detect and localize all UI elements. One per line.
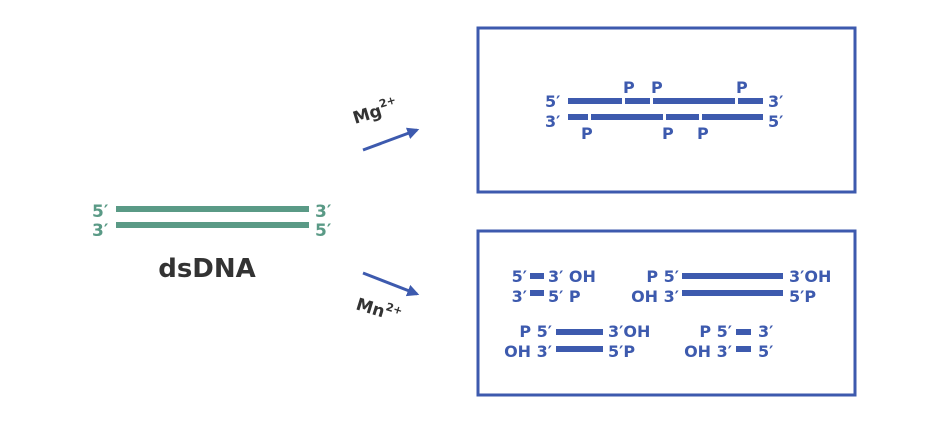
mg-arrow-icon bbox=[362, 127, 420, 152]
mn-f2-bottom-right: 5′P bbox=[789, 287, 816, 306]
mg-top-segment-3 bbox=[653, 98, 735, 104]
mn-fragment-3: P 5′ OH 3′ 3′OH 5′P bbox=[504, 322, 650, 361]
mn-fragment-4: P 5′ OH 3′ 3′ 5′ bbox=[684, 322, 773, 361]
mg-top-segment-1 bbox=[568, 98, 622, 104]
mn-product-box: 5′ 3′ 3′ OH 5′ P P 5′ OH 3′ 3′OH 5′P P 5… bbox=[476, 229, 857, 397]
mg-phosphate-bottom-3: P bbox=[697, 124, 709, 143]
mn-ion-label: Mn2+ bbox=[354, 292, 405, 327]
mg-bottom-segment-2 bbox=[591, 114, 663, 120]
mg-arrow-group: Mg2+ bbox=[350, 93, 420, 152]
dsdna-top-right-label: 3′ bbox=[315, 202, 332, 222]
mn-f1-bottom-strand bbox=[530, 290, 544, 296]
mn-f4-top-strand bbox=[736, 329, 751, 335]
mg-top-segment-2 bbox=[625, 98, 650, 104]
mn-fragment-1: 5′ 3′ 3′ OH 5′ P bbox=[512, 267, 596, 306]
mg-bottom-right-label: 5′ bbox=[768, 112, 783, 131]
mg-bottom-segment-3 bbox=[666, 114, 699, 120]
dsdna-top-left-label: 5′ bbox=[92, 202, 109, 222]
mg-phosphate-top-2: P bbox=[651, 78, 663, 97]
mn-f1-bottom-right: 5′ P bbox=[548, 287, 581, 306]
mn-f4-top-right: 3′ bbox=[758, 322, 773, 341]
mg-top-right-label: 3′ bbox=[768, 92, 783, 111]
mg-bottom-left-label: 3′ bbox=[545, 112, 560, 131]
mn-f2-top-left: P 5′ bbox=[646, 267, 679, 286]
mn-f4-bottom-strand bbox=[736, 346, 751, 352]
mg-top-segment-4 bbox=[738, 98, 763, 104]
mn-f3-top-right: 3′OH bbox=[608, 322, 650, 341]
mn-f2-bottom-left: OH 3′ bbox=[631, 287, 679, 306]
mn-box-frame bbox=[476, 229, 857, 397]
mg-box-frame bbox=[476, 26, 857, 194]
mg-bottom-segment-4 bbox=[702, 114, 763, 120]
mn-f2-bottom-strand bbox=[682, 290, 783, 296]
mn-f2-top-right: 3′OH bbox=[789, 267, 831, 286]
mn-f1-bottom-left: 3′ bbox=[512, 287, 527, 306]
mn-f4-bottom-right: 5′ bbox=[758, 342, 773, 361]
dsdna-bottom-left-label: 3′ bbox=[92, 221, 109, 241]
mg-top-left-label: 5′ bbox=[545, 92, 560, 111]
mn-f3-top-strand bbox=[556, 329, 603, 335]
mn-f4-top-left: P 5′ bbox=[699, 322, 732, 341]
mg-bottom-segment-1 bbox=[568, 114, 588, 120]
mn-f1-top-right: 3′ OH bbox=[548, 267, 596, 286]
dsdna-bottom-right-label: 5′ bbox=[315, 221, 332, 241]
mn-fragment-2: P 5′ OH 3′ 3′OH 5′P bbox=[631, 267, 831, 306]
mn-arrow-icon bbox=[362, 271, 420, 297]
mg-ion-label: Mg2+ bbox=[350, 93, 401, 128]
mn-f3-bottom-strand bbox=[556, 346, 603, 352]
dsdna-bottom-strand bbox=[116, 222, 309, 228]
mg-phosphate-top-3: P bbox=[736, 78, 748, 97]
mg-product-box: 5′ 3′ P P P P P P 3′ 5′ bbox=[476, 26, 857, 194]
mn-f3-bottom-right: 5′P bbox=[608, 342, 635, 361]
mn-f1-top-left: 5′ bbox=[512, 267, 527, 286]
mn-f2-top-strand bbox=[682, 273, 783, 279]
mn-f1-top-strand bbox=[530, 273, 544, 279]
mg-phosphate-top-1: P bbox=[623, 78, 635, 97]
mn-f3-bottom-left: OH 3′ bbox=[504, 342, 552, 361]
mn-arrow-group: Mn2+ bbox=[354, 271, 420, 327]
mg-phosphate-bottom-1: P bbox=[581, 124, 593, 143]
dsdna-group: 5′ 3′ 3′ 5′ dsDNA bbox=[92, 202, 332, 284]
dsdna-top-strand bbox=[116, 206, 309, 212]
mn-f4-bottom-left: OH 3′ bbox=[684, 342, 732, 361]
mn-f3-top-left: P 5′ bbox=[519, 322, 552, 341]
dsdna-label: dsDNA bbox=[158, 254, 256, 284]
mg-phosphate-bottom-2: P bbox=[662, 124, 674, 143]
